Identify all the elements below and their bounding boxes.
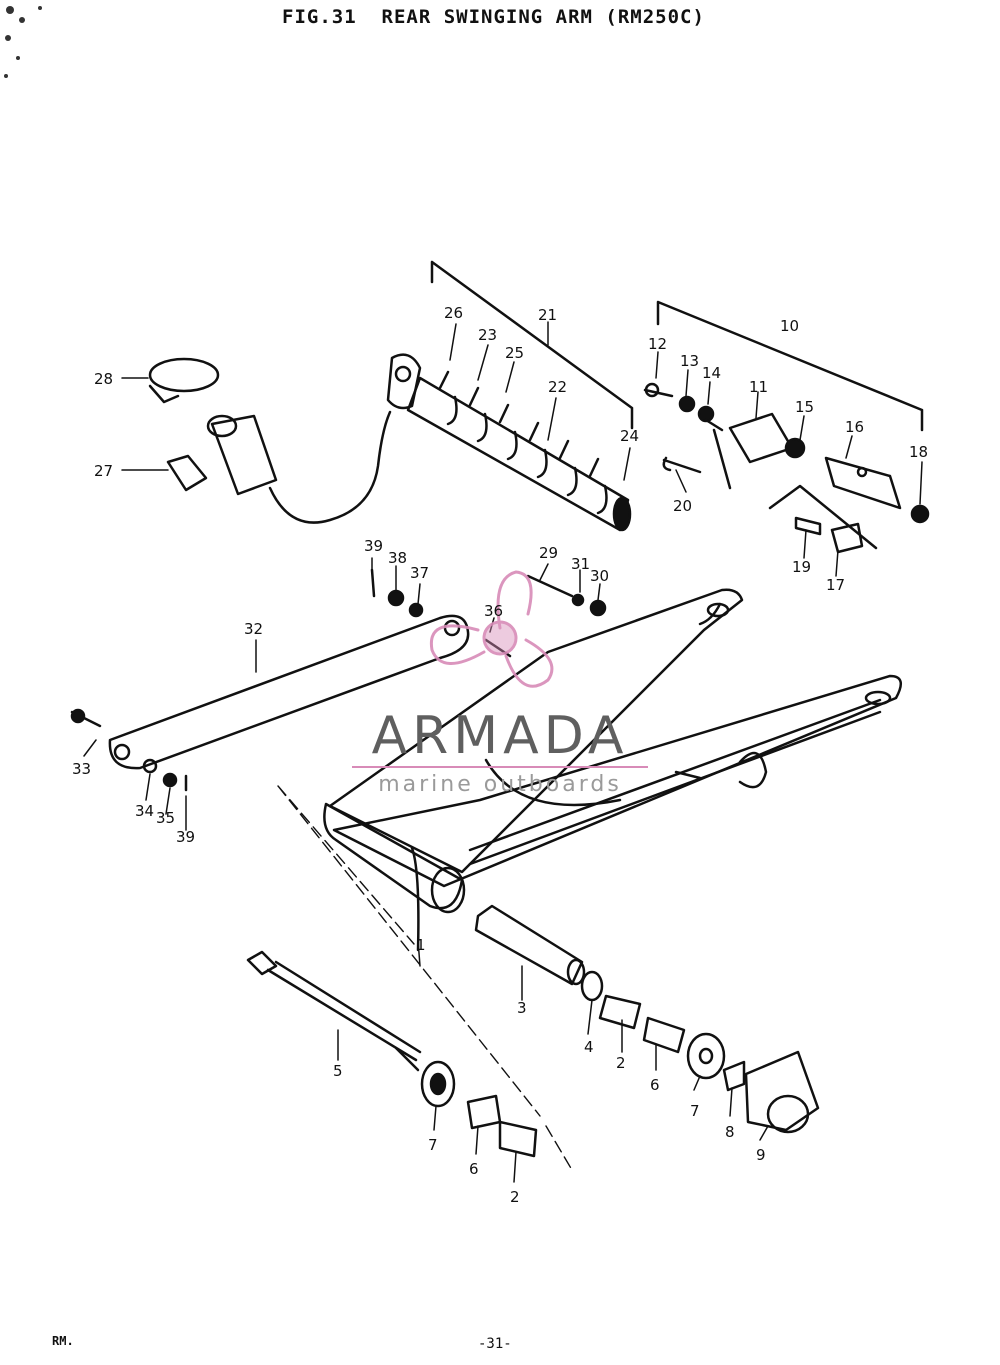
callout-39: 39 — [176, 828, 195, 846]
group-bracket-21 — [430, 260, 634, 430]
shock-reservoir — [206, 410, 392, 524]
alignment-lines — [277, 785, 573, 1171]
callout-8: 8 — [725, 1123, 735, 1141]
callout-12: 12 — [648, 335, 667, 353]
watermark-subtitle: marine outboards — [378, 772, 622, 797]
callout-6: 6 — [650, 1076, 660, 1094]
callout-29: 29 — [539, 544, 558, 562]
clamp-bracket — [166, 454, 208, 492]
callout-15: 15 — [795, 398, 814, 416]
callout-27: 27 — [94, 462, 113, 480]
swing-arm — [323, 588, 903, 952]
callout-31: 31 — [571, 555, 590, 573]
callout-33: 33 — [72, 760, 91, 778]
callout-leaders — [83, 321, 923, 1183]
callout-28: 28 — [94, 370, 113, 388]
callout-1: 1 — [416, 936, 426, 954]
rear-shock-absorber — [386, 353, 632, 532]
callout-10: 10 — [780, 317, 799, 335]
callout-39: 39 — [364, 537, 383, 555]
callout-35: 35 — [156, 809, 175, 827]
callout-11: 11 — [749, 378, 768, 396]
watermark-rule — [352, 766, 648, 768]
callout-3: 3 — [517, 999, 527, 1017]
callout-2: 2 — [510, 1188, 520, 1206]
callout-7: 7 — [428, 1136, 438, 1154]
callout-23: 23 — [478, 326, 497, 344]
callout-7: 7 — [690, 1102, 700, 1120]
callout-32: 32 — [244, 620, 263, 638]
callout-14: 14 — [702, 364, 721, 382]
pivot-hardware — [246, 904, 820, 1158]
callout-19: 19 — [792, 558, 811, 576]
figure-title: FIG.31 REAR SWINGING ARM (RM250C) — [282, 6, 705, 28]
upper-mount-parts — [643, 382, 930, 554]
callout-20: 20 — [673, 497, 692, 515]
callout-9: 9 — [756, 1146, 766, 1164]
callout-30: 30 — [590, 567, 609, 585]
callout-25: 25 — [505, 344, 524, 362]
callout-5: 5 — [333, 1062, 343, 1080]
footer-model-code: RM. — [52, 1334, 74, 1348]
callout-37: 37 — [410, 564, 429, 582]
callout-2: 2 — [616, 1054, 626, 1072]
callout-22: 22 — [548, 378, 567, 396]
reservoir-clamp — [148, 357, 220, 404]
callout-6: 6 — [469, 1160, 479, 1178]
callout-numbers: 1 2 2 3 4 5 6 6 7 7 8 9 10 11 12 13 14 1… — [72, 304, 928, 1206]
watermark-name: ARMADA — [371, 706, 629, 766]
torque-arm — [70, 568, 607, 792]
callout-18: 18 — [909, 443, 928, 461]
callout-36: 36 — [484, 602, 503, 620]
page-number: -31- — [478, 1336, 512, 1352]
callout-16: 16 — [845, 418, 864, 436]
group-bracket-10 — [656, 300, 924, 432]
callout-4: 4 — [584, 1038, 594, 1056]
watermark-propeller-logo — [429, 570, 554, 688]
callout-26: 26 — [444, 304, 463, 322]
callout-24: 24 — [620, 427, 639, 445]
callout-17: 17 — [826, 576, 845, 594]
callout-34: 34 — [135, 802, 154, 820]
callout-13: 13 — [680, 352, 699, 370]
scan-speckle — [4, 6, 42, 78]
callout-38: 38 — [388, 549, 407, 567]
callout-21: 21 — [538, 306, 557, 324]
